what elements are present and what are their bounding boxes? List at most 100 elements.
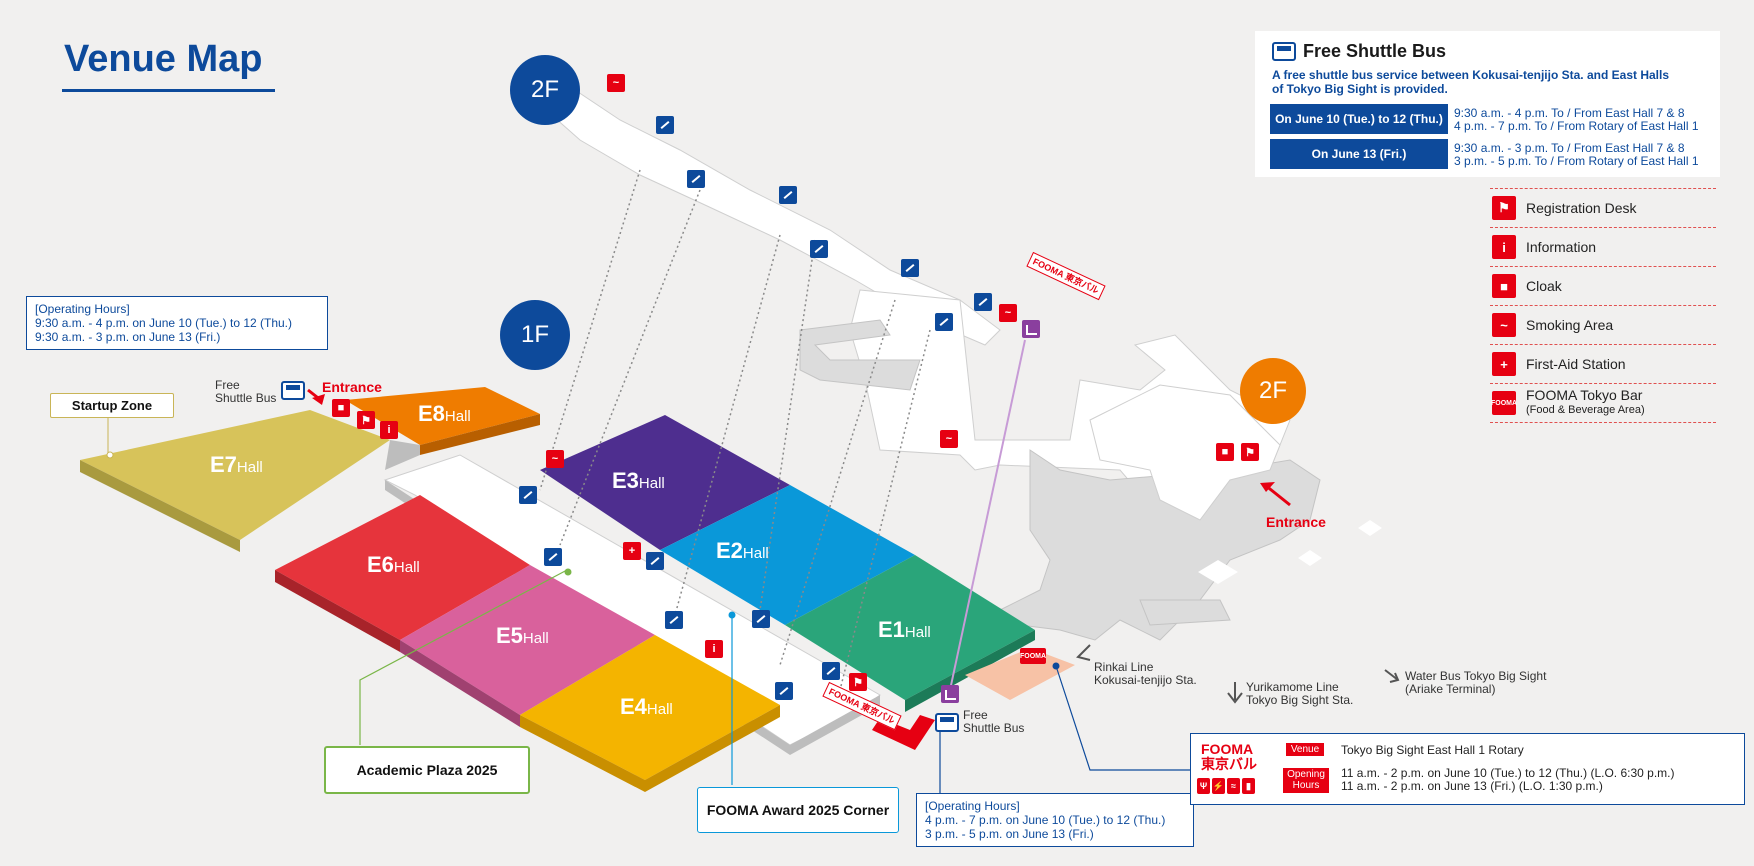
fooma-bar-venue: Tokyo Big Sight East Hall 1 Rotary <box>1341 743 1524 757</box>
registration-desk-icon: ⚑ <box>357 411 375 429</box>
opening-hours-tag: Opening Hours <box>1283 768 1329 793</box>
hall-e5-label: E5Hall <box>496 623 549 648</box>
legend-item: ⚑ Registration Desk <box>1490 188 1716 228</box>
hall-e2-label: E2Hall <box>716 538 769 563</box>
operating-hours-box-east: [Operating Hours] 4 p.m. - 7 p.m. on Jun… <box>916 793 1194 847</box>
hall-e5-floor <box>400 565 655 715</box>
east-2f-area <box>1089 384 1281 521</box>
free-shuttle-label-east: Free Shuttle Bus <box>963 709 1024 735</box>
shuttle-schedule-row: On June 13 (Fri.) 9:30 a.m. - 3 p.m. To … <box>1270 139 1710 169</box>
shuttle-time-line: 9:30 a.m. - 4 p.m. To / From East Hall 7… <box>1454 106 1685 120</box>
operating-hours-heading: [Operating Hours] <box>925 799 1020 813</box>
floor-2f-marker: 2F <box>510 55 580 125</box>
escalator-connectors <box>539 169 931 691</box>
entrance-west-label: Entrance <box>322 379 382 395</box>
free-shuttle-text: Shuttle Bus <box>215 391 277 405</box>
hall-e4-edge <box>520 715 645 792</box>
fooma-bar-hours-line: 11 a.m. - 2 p.m. on June 13 (Fri.) (L.O.… <box>1341 779 1603 793</box>
yurikamome-line-label: Yurikamome Line Tokyo Big Sight Sta. <box>1246 681 1353 707</box>
fooma-bar-dot <box>1052 662 1060 670</box>
hall-e7-label: E7Hall <box>210 452 263 477</box>
legend-item: ~ Smoking Area <box>1490 306 1716 345</box>
escalator-icon <box>810 240 828 258</box>
operating-hours-line: 4 p.m. - 7 p.m. on June 10 (Tue.) to 12 … <box>925 813 1166 827</box>
hall-e4-label: E4Hall <box>620 694 673 719</box>
cutlery-icon: Ψ <box>1197 778 1210 794</box>
hall-e1-label: E1Hall <box>878 617 931 642</box>
shuttle-heading-text: Free Shuttle Bus <box>1303 41 1447 61</box>
fooma-tokyo-bar-icon: FOOMA <box>1020 648 1046 664</box>
registration-desk-icon: ⚑ <box>849 673 867 691</box>
rinkai-line-label: Rinkai Line Kokusai-tenjijo Sta. <box>1094 661 1197 687</box>
escalator-icon <box>775 682 793 700</box>
hall-e5-edge <box>400 640 520 727</box>
fooma-bar-hours-line: 11 a.m. - 2 p.m. on June 10 (Tue.) to 12… <box>1341 766 1675 780</box>
hall-e8-floor <box>345 387 540 445</box>
legend-item: FOOMA FOOMA Tokyo Bar (Food & Beverage A… <box>1490 384 1716 423</box>
entrance-east-label: Entrance <box>1266 514 1326 530</box>
legend-item: i Information <box>1490 228 1716 267</box>
hall-e7-floor <box>80 410 390 540</box>
academic-plaza-dot <box>564 568 572 576</box>
escalator-icon <box>656 116 674 134</box>
shuttle-time-line: 4 p.m. - 7 p.m. To / From Rotary of East… <box>1454 119 1699 133</box>
escalator-icon <box>822 662 840 680</box>
amenity-icons: Ψ ⚡ ≈ ▮ <box>1197 778 1255 794</box>
information-icon: i <box>380 421 398 439</box>
fooma-logo-text: FOOMA <box>1201 741 1254 757</box>
stairs-icon <box>941 685 959 703</box>
smoking-area-icon: ~ <box>999 304 1017 322</box>
legend-label: Information <box>1526 238 1597 255</box>
shuttle-info-panel: Free Shuttle Bus A free shuttle bus serv… <box>1255 31 1720 177</box>
entrance-west-arrowhead <box>312 394 325 405</box>
floor-east-2f-marker: 2F <box>1240 358 1306 424</box>
plaza-markers <box>1198 520 1382 584</box>
shuttle-bus-icon <box>935 713 959 737</box>
drink-icon: ▮ <box>1242 778 1255 794</box>
transit-station-name: Tokyo Big Sight Sta. <box>1246 693 1354 707</box>
escalator-icon <box>687 170 705 188</box>
escalator-icon <box>544 548 562 566</box>
shuttle-date-label: On June 10 (Tue.) to 12 (Thu.) <box>1270 104 1448 134</box>
free-shuttle-text: Free <box>215 378 240 392</box>
cloak-icon: ■ <box>332 399 350 417</box>
information-icon: i <box>1492 235 1516 259</box>
shuttle-description: A free shuttle bus service between Kokus… <box>1272 68 1670 96</box>
hall-e8-label: E8Hall <box>418 401 471 426</box>
hall-e1-edge <box>905 630 1035 712</box>
stairs-icon <box>1022 320 1040 338</box>
shuttle-times: 9:30 a.m. - 3 p.m. To / From East Hall 7… <box>1454 142 1699 168</box>
legend-label: Cloak <box>1526 277 1562 294</box>
cloak-icon: ■ <box>1216 443 1234 461</box>
venue-tag: Venue <box>1286 743 1324 756</box>
hall-e6-label: E6Hall <box>367 552 420 577</box>
startup-zone-label: Startup Zone <box>50 393 174 418</box>
shuttle-time-line: 9:30 a.m. - 3 p.m. To / From East Hall 7… <box>1454 141 1685 155</box>
operating-hours-line: 9:30 a.m. - 4 p.m. on June 10 (Tue.) to … <box>35 316 293 330</box>
academic-plaza-label: Academic Plaza 2025 <box>324 746 530 794</box>
connector-corridor <box>799 319 1321 641</box>
fooma-bar-hours: 11 a.m. - 2 p.m. on June 10 (Tue.) to 12… <box>1341 767 1674 793</box>
map-legend: ⚑ Registration Desk i Information ■ Cloa… <box>1490 188 1716 423</box>
award-corner-label: FOOMA Award 2025 Corner <box>697 787 899 833</box>
first-aid-icon: + <box>623 542 641 560</box>
hall-e6-floor <box>275 495 530 640</box>
water-bus-label: Water Bus Tokyo Big Sight (Ariake Termin… <box>1405 670 1546 696</box>
e7-e8-connector <box>385 440 420 470</box>
free-shuttle-text: Shuttle Bus <box>963 721 1025 735</box>
award-corner-dot <box>728 611 736 619</box>
fooma-bar-area <box>965 648 1075 700</box>
legend-label-sub: (Food & Beverage Area) <box>1526 404 1645 416</box>
legend-label-main: FOOMA Tokyo Bar <box>1526 387 1643 403</box>
shuttle-date-label: On June 13 (Fri.) <box>1270 139 1448 169</box>
registration-desk-icon: ⚑ <box>1241 443 1259 461</box>
legend-item: ■ Cloak <box>1490 267 1716 306</box>
wifi-icon: ≈ <box>1227 778 1240 794</box>
escalator-icon <box>779 186 797 204</box>
fooma-bar-pointer <box>1055 665 1190 771</box>
escalator-icon <box>752 610 770 628</box>
escalator-icon <box>646 552 664 570</box>
operating-hours-line: 9:30 a.m. - 3 p.m. on June 13 (Fri.) <box>35 330 221 344</box>
